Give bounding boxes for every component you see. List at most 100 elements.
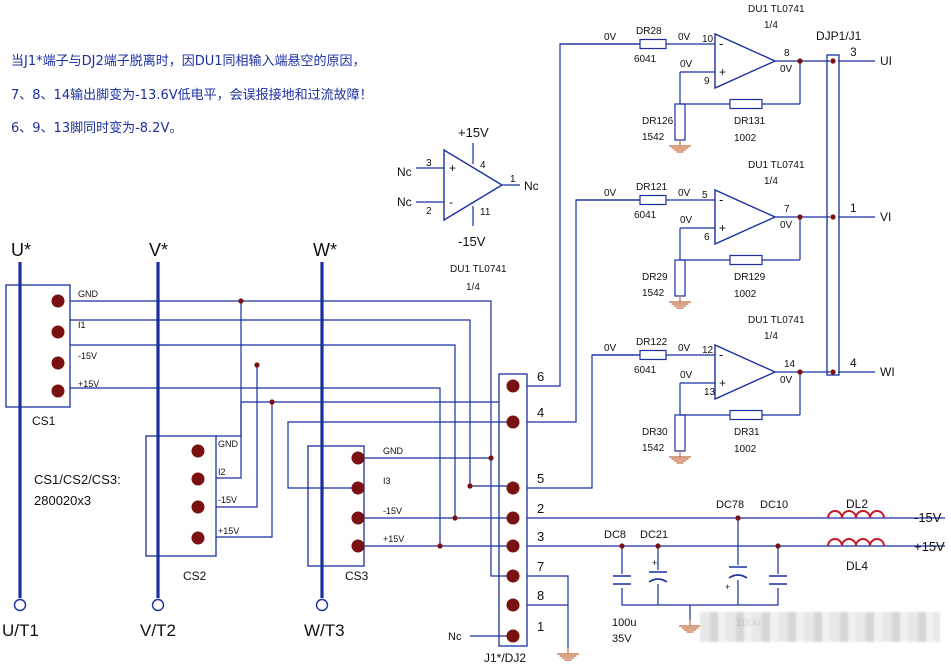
connector-box-3 [307,445,365,567]
connector-3-pin-label-2: I3 [383,476,391,486]
channel-1-opamp [714,32,777,90]
connector-1-pin-label-3: -15V [78,351,97,361]
cap-dc21 [648,571,668,583]
standalone-pin-vminus: 11 [480,207,491,218]
channel-2-minus-sign: - [719,192,723,207]
channel-2-jumper-pin: 1 [850,201,857,215]
channel-1-v-in: 0V [604,32,617,43]
junction-dot-6 [488,455,494,461]
standalone-opamp [443,148,504,222]
wire-pin7-ground [527,575,569,648]
sensor-terminal-3 [315,598,329,612]
channel-2-fb-res-val: 1002 [734,289,757,300]
channel-2-ground [669,296,691,309]
channel-2-fb-resistor [729,254,763,266]
dj2-name: J1*/DJ2 [484,651,526,664]
channel-3-jumper-dot [830,369,836,375]
channel-1-in-res-name: DR28 [636,26,662,37]
dj2-pin-label-1: 6 [537,369,544,384]
wire-cs2-neg15 [216,365,258,508]
note-line-1: 当J1*端子与DJ2端子脱离时，因DU1同相输入端悬空的原因， [11,54,366,69]
channel-3-fb-resistor [729,409,763,421]
channel-1-pin-out: 8 [784,48,790,59]
connector-2-pin-1 [191,444,205,458]
channel-1-minus-sign: - [719,36,723,51]
connector-3-pin-1 [351,451,365,465]
channel-2-v-out: 0V [780,220,793,231]
wire-pin4-to-dr121 [527,199,640,423]
cap-junction-1 [619,543,625,549]
channel-1-pin-minus: 10 [702,34,714,45]
channel-3-opamp [714,343,777,401]
junction-dot-4 [452,515,458,521]
channel-2-v-in: 0V [604,188,617,199]
connector-name-2: CS2 [183,569,207,583]
connector-box-1 [5,284,71,408]
channel-3-v-a: 0V [678,343,691,354]
dj2-pin-1 [506,379,520,393]
channel-3-in-res-name: DR122 [636,337,668,348]
connector-box-2 [145,435,217,557]
cap-dc78 [728,566,748,579]
connector-2-pin-label-3: -15V [218,495,237,505]
standalone-pin-vplus: 4 [480,160,486,171]
channel-1-pin-plus: 9 [704,76,710,87]
wire-cs2-pos15 [216,402,273,538]
standalone-nc-left-2: Nc [397,195,412,209]
channel-1-fb-res-val: 1002 [734,133,757,144]
channel-3-pin-plus: 13 [704,387,716,398]
standalone-pin-out: 1 [510,174,516,185]
channel-2-gnd-res-name: DR29 [642,272,668,283]
channel-2-gnd-res-val: 1542 [642,288,665,299]
connector-1-pin-3 [51,356,65,370]
sensor-bottom-label-1: U/T1 [2,621,39,640]
channel-2-fb-res-name: DR129 [734,272,766,283]
cap-junction-4 [775,543,781,549]
channel-2-jumper-dot [830,214,836,220]
channel-3-v-out: 0V [780,375,793,386]
channel-3-pin-minus: 12 [702,345,714,356]
connector-2-pin-4 [191,531,205,545]
channel-2-pin-plus: 6 [704,232,710,243]
channel-3-unit: 1/4 [764,331,778,342]
standalone-unit: 1/4 [466,282,480,293]
channel-1-v-out: 0V [780,64,793,75]
sensor-top-label-2: V* [149,240,168,260]
sensor-bottom-label-2: V/T2 [140,621,176,640]
dj2-pin-label-4: 2 [537,501,544,516]
standalone-plus-sign: + [449,161,456,175]
dj2-pin-label-5: 3 [537,529,544,544]
connector-1-pin-label-4: +15V [78,379,99,389]
dj2-pin-5 [506,539,520,553]
channel-1-gnd-resistor [674,103,686,141]
cap-dc21-label: DC21 [640,529,668,541]
wire-cs1-gnd [70,300,513,577]
note-line-2: 7、8、14输出脚变为-13.6V低电平，会误报接地和过流故障！ [11,88,373,103]
channel-2-in-res-val: 6041 [634,210,657,221]
channel-1-jumper-pin: 3 [850,45,857,59]
channel-2-out-dot [797,214,803,220]
channel-3-in-resistor [639,349,667,361]
standalone-pin-plus: 3 [426,158,432,169]
standalone-supply-pos: +15V [458,125,489,140]
channel-3-v-in: 0V [604,343,617,354]
dj2-box [498,373,528,647]
cap-dc78-label: DC78 [716,499,744,511]
jumper-box [826,54,840,376]
channel-2-unit: 1/4 [764,176,778,187]
cap-value-1: 100u [612,617,636,629]
channel-2-in-resistor [639,194,667,206]
dj2-pin-8 [506,629,520,643]
wire-cs2-gnd [216,301,242,437]
channel-1-in-resistor [639,38,667,50]
channel-3-v-b: 0V [680,370,693,381]
dj2-pin-6 [506,569,520,583]
connector-2-pin-2 [191,472,205,486]
sensor-terminal-1 [13,598,27,612]
channel-3-gnd-res-name: DR30 [642,427,668,438]
channel-1-ground [669,140,691,153]
channel-2-v-b: 0V [680,215,693,226]
ground-dj2 [557,648,579,661]
jumper-name: DJP1/J1 [816,29,862,43]
channel-1-gnd-res-val: 1542 [642,132,665,143]
